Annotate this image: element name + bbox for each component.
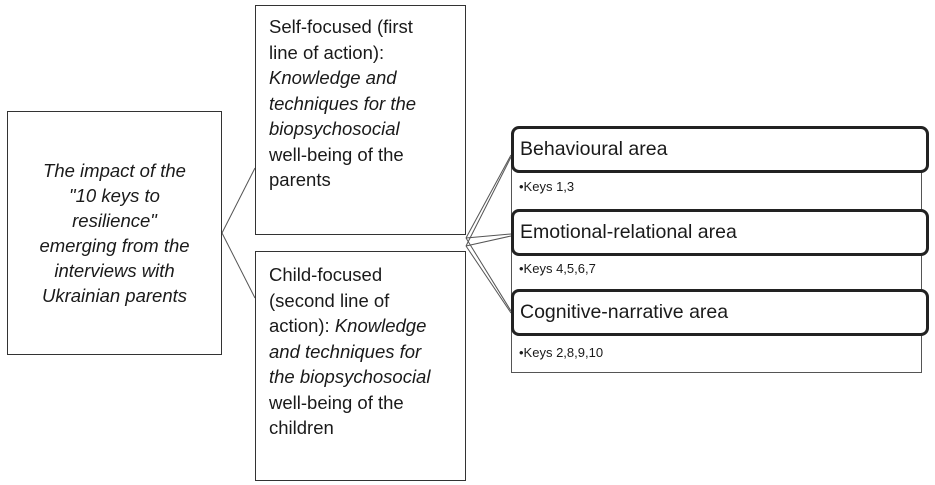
impact-text: The impact of the "10 keys to resilience… [25, 158, 205, 308]
connector-impact-self [221, 167, 256, 234]
cognitive-narrative-area-title: Cognitive-narrative area [520, 301, 729, 323]
self-focused-line: Self-focused (first [269, 16, 413, 37]
impact-line: The impact of the [43, 160, 186, 181]
self-focused-line: biopsychosocial [269, 118, 400, 139]
connector-impact-child [221, 232, 256, 299]
child-focused-line: well-being of the [269, 391, 404, 413]
impact-line: interviews with [54, 260, 175, 281]
self-focused-line: Knowledge and [269, 67, 397, 88]
connector-self-behavioural [465, 154, 512, 239]
cognitive-narrative-keys: •Keys 2,8,9,10 [519, 345, 604, 360]
connector-self-cognitive [465, 237, 512, 312]
self-focused-box: Self-focused (first line of action): Kno… [255, 5, 466, 235]
behavioural-keys: •Keys 1,3 [519, 179, 575, 194]
child-focused-box: Child-focused (second line of action): K… [255, 251, 466, 481]
child-focused-line: Child-focused [269, 264, 383, 285]
behavioural-area-title: Behavioural area [520, 138, 668, 160]
self-focused-line: line of action): [269, 41, 385, 63]
cognitive-narrative-area-box: Cognitive-narrative area [511, 289, 929, 336]
connector-child-cognitive [465, 245, 512, 314]
child-focused-line: the biopsychosocial [269, 366, 431, 387]
connector-self-emotional [465, 233, 512, 239]
connector-child-emotional [465, 235, 512, 247]
child-focused-line: (second line of [269, 289, 390, 311]
impact-line: emerging from the [39, 235, 190, 256]
child-focused-line: action): Knowledge [269, 315, 427, 336]
behavioural-area-box: Behavioural area [511, 126, 929, 173]
emotional-relational-keys: •Keys 4,5,6,7 [519, 261, 596, 276]
child-focused-line: children [269, 417, 334, 438]
child-focused-line: and techniques for [269, 340, 422, 362]
self-focused-line: techniques for the [269, 92, 417, 114]
connector-child-behavioural [465, 156, 512, 247]
emotional-relational-area-box: Emotional-relational area [511, 209, 929, 256]
self-focused-line: well-being of the [269, 143, 404, 165]
impact-box: The impact of the "10 keys to resilience… [7, 111, 222, 355]
impact-line: Ukrainian parents [42, 285, 187, 306]
impact-line: "10 keys to [69, 185, 160, 206]
emotional-relational-area-title: Emotional-relational area [520, 221, 737, 243]
self-focused-line: parents [269, 169, 331, 190]
child-focused-text: Child-focused (second line of action): K… [269, 262, 459, 441]
impact-line: resilience" [72, 210, 157, 231]
self-focused-text: Self-focused (first line of action): Kno… [269, 14, 457, 193]
